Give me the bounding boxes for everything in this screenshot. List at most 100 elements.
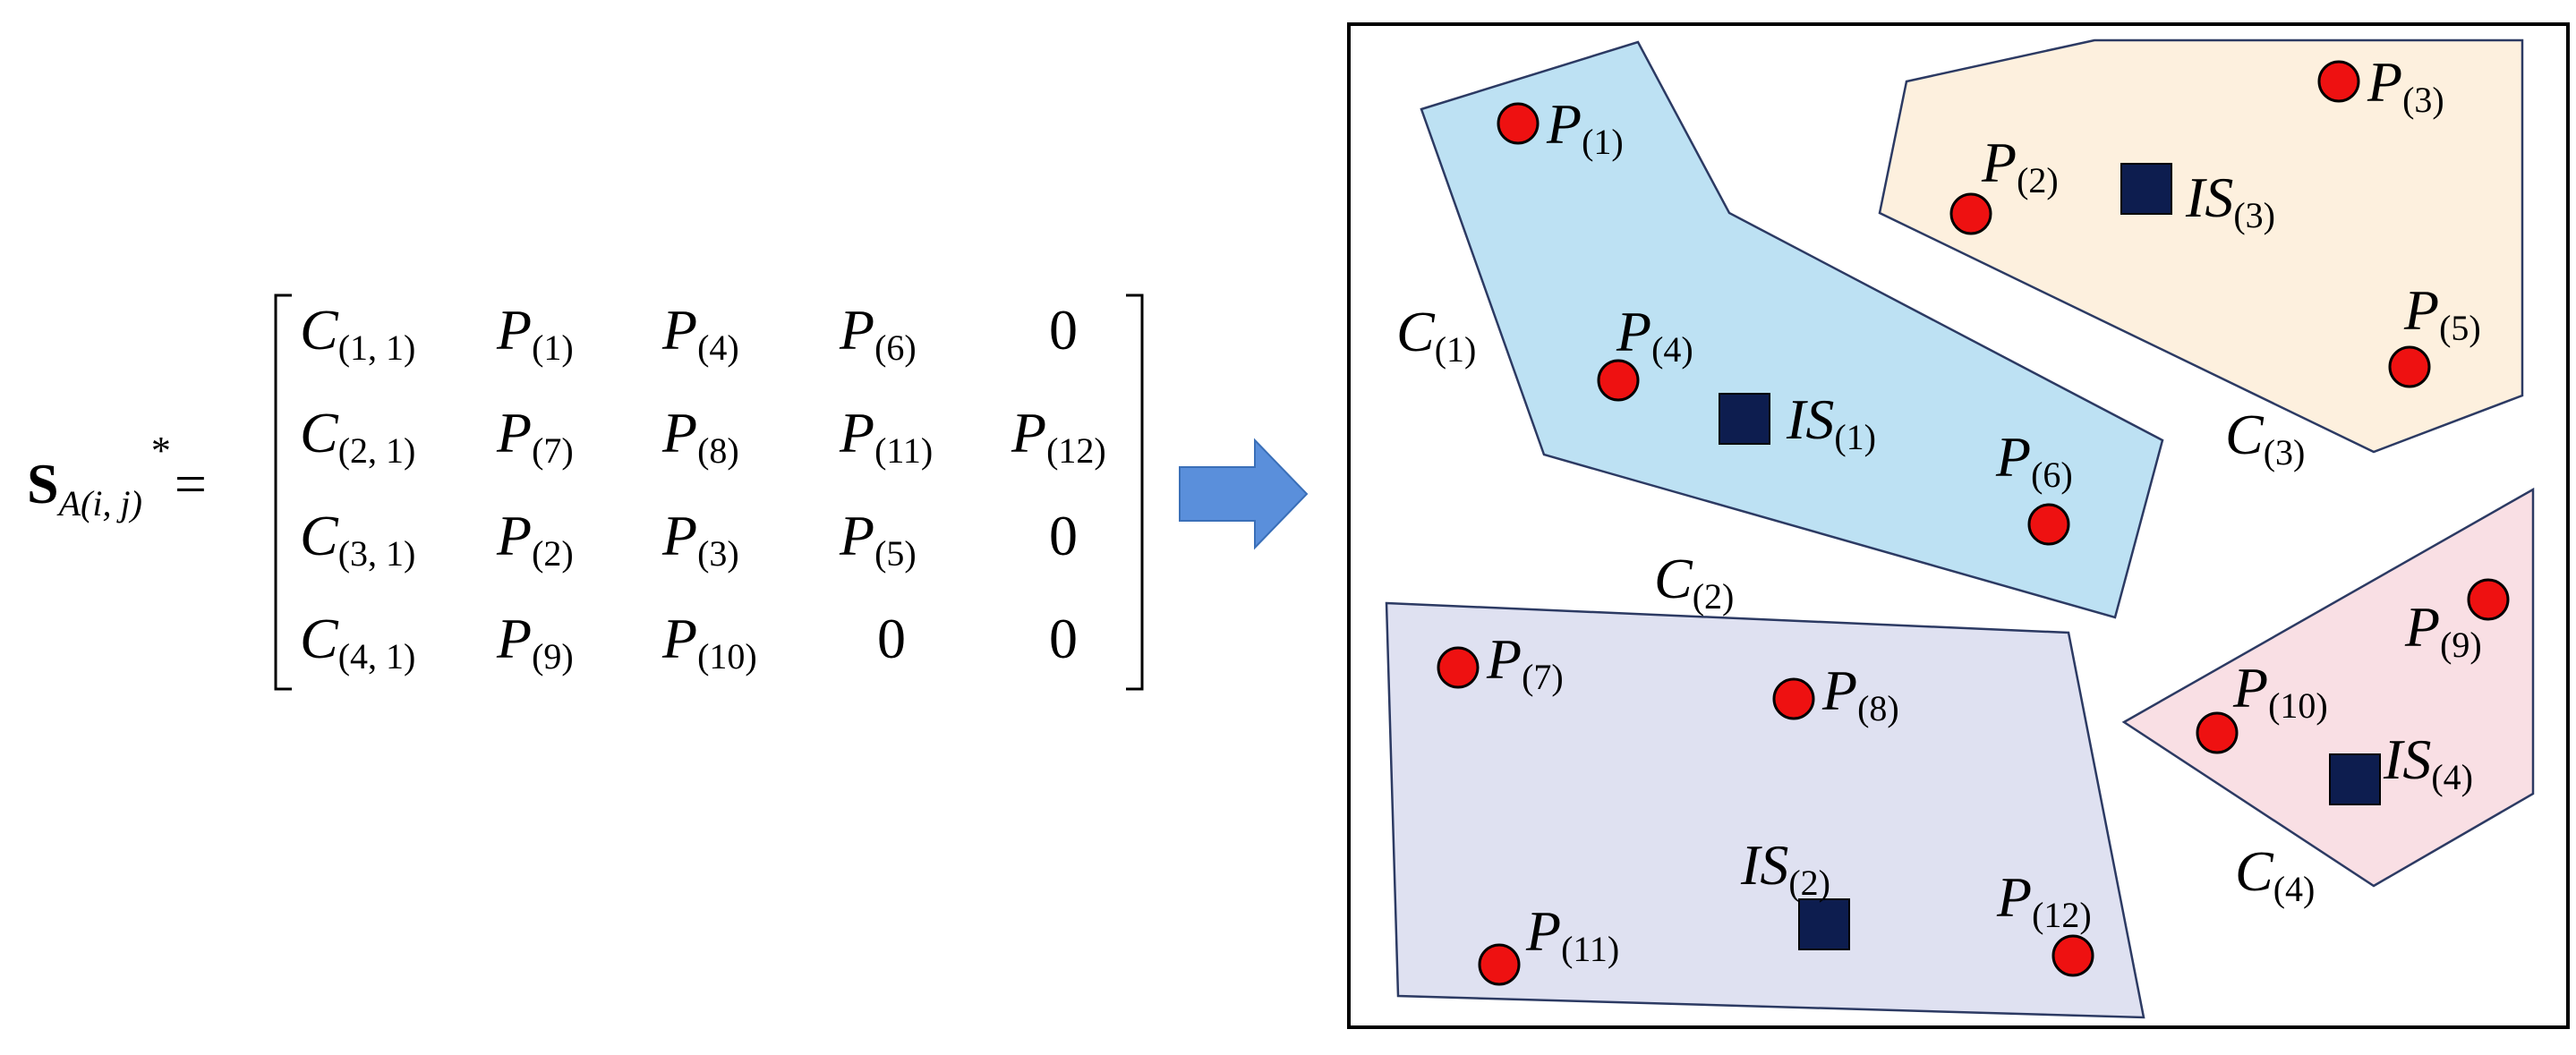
matrix-cell: P(6)	[839, 298, 917, 368]
is4-label: IS(4)	[2383, 727, 2473, 797]
sink-node-is3	[2120, 163, 2172, 215]
matrix-cell-symbol: P	[496, 298, 532, 362]
equation-lhs: SA(i, j)*=	[27, 429, 207, 523]
matrix-cell: P(7)	[496, 401, 574, 471]
matrix-cell-subscript: (3)	[697, 533, 739, 574]
sensor-node-p7	[1437, 646, 1480, 689]
matrix-cell: 0	[1049, 504, 1078, 567]
matrix-cell: C(2, 1)	[300, 401, 415, 471]
cluster-3-label: C(3)	[2225, 403, 2305, 472]
matrix-cell: 0	[1049, 607, 1078, 670]
matrix-cell-symbol: P	[661, 298, 697, 362]
sensor-node-p10	[2196, 711, 2239, 754]
matrix-left-bracket	[274, 294, 292, 691]
matrix-cell-symbol: P	[661, 401, 697, 464]
cluster-2-region	[1385, 601, 2145, 1019]
cluster-4-label: C(4)	[2235, 839, 2315, 909]
matrix-cell: P(1)	[496, 298, 574, 368]
p10-label: P(10)	[2232, 656, 2328, 726]
matrix-cell: P(8)	[661, 401, 739, 471]
sensor-node-p12	[2051, 934, 2094, 977]
p12-label: P(12)	[1996, 865, 2092, 935]
sensor-node-p2	[1949, 192, 1992, 235]
is3-label: IS(3)	[2185, 166, 2275, 235]
p6-label: P(6)	[1995, 425, 2073, 495]
matrix-cell: P(12)	[1011, 401, 1106, 471]
p8-label: P(8)	[1821, 659, 1899, 728]
matrix-cell-subscript: (5)	[874, 533, 917, 574]
matrix-cell-subscript: (7)	[532, 430, 574, 471]
cluster-1: C(1) P(1) P(4) P(6) IS(1)	[1396, 40, 2164, 619]
matrix-cell-subscript: (6)	[874, 328, 917, 368]
equation-lhs-subscript: A(i, j)	[56, 483, 142, 523]
matrix-right-bracket	[1126, 294, 1144, 691]
sensor-node-p3	[2317, 60, 2360, 103]
matrix-cell-subscript: (10)	[697, 636, 757, 676]
matrix-cell: P(9)	[496, 607, 574, 676]
p9-label: P(9)	[2404, 595, 2482, 665]
matrix-cell: P(11)	[839, 401, 933, 471]
matrix-cell: P(3)	[661, 504, 739, 574]
matrix-cell: P(4)	[661, 298, 739, 368]
cluster-2: C(2) P(7) P(8) P(11) P(12) IS(2)	[1385, 547, 2145, 1019]
matrix-cells: C(1, 1)P(1)P(4)P(6)0C(2, 1)P(7)P(8)P(11)…	[300, 298, 1106, 676]
equation: SA(i, j)*= C(1, 1)P(1)P(4)P(6)0C(2, 1)P(…	[27, 294, 1144, 691]
equation-lhs-symbol: S	[27, 452, 59, 515]
matrix-cell-symbol: P	[496, 504, 532, 567]
sensor-node-p9	[2467, 578, 2510, 621]
sensor-node-p8	[1772, 677, 1815, 720]
cluster-3: C(3) P(2) P(3) P(5) IS(3)	[1878, 38, 2524, 472]
matrix-cell-symbol: P	[496, 607, 532, 670]
matrix-cell-subscript: (3, 1)	[338, 533, 416, 574]
matrix-cell-symbol: P	[839, 298, 874, 362]
sensor-node-p1	[1497, 102, 1540, 145]
matrix-cell: P(2)	[496, 504, 574, 574]
matrix-cell-symbol: P	[1011, 401, 1046, 464]
matrix-cell-symbol: 0	[1049, 504, 1078, 567]
matrix-cell-symbol: C	[300, 298, 339, 362]
equation-equals-sign: =	[175, 452, 207, 515]
matrix-cell-symbol: P	[839, 504, 874, 567]
matrix-cell-symbol: 0	[877, 607, 906, 670]
matrix-cell-subscript: (4, 1)	[338, 636, 416, 676]
matrix-cell: C(1, 1)	[300, 298, 415, 368]
matrix-cell: 0	[1049, 298, 1078, 362]
sensor-node-p4	[1597, 359, 1640, 402]
matrix-cell-subscript: (1, 1)	[338, 328, 416, 368]
matrix-cell-symbol: 0	[1049, 607, 1078, 670]
matrix-cell-symbol: P	[496, 401, 532, 464]
matrix-cell-subscript: (1)	[532, 328, 574, 368]
matrix-cell-subscript: (9)	[532, 636, 574, 676]
matrix-cell-symbol: P	[661, 607, 697, 670]
matrix-cell: 0	[877, 607, 906, 670]
right-arrow-icon	[1179, 438, 1309, 550]
matrix-cell-subscript: (2)	[532, 533, 574, 574]
sensor-node-p11	[1478, 943, 1521, 986]
matrix-cell: P(10)	[661, 607, 757, 676]
sensor-node-p6	[2027, 503, 2070, 546]
p7-label: P(7)	[1486, 627, 1564, 697]
cluster-1-label: C(1)	[1396, 300, 1476, 370]
matrix-cell-symbol: P	[839, 401, 874, 464]
matrix-cell-subscript: (11)	[874, 430, 933, 471]
p3-label: P(3)	[2367, 50, 2444, 120]
sink-node-is1	[1719, 393, 1770, 445]
p11-label: P(11)	[1525, 899, 1619, 969]
matrix-cell: C(4, 1)	[300, 607, 415, 676]
is2-label: IS(2)	[1740, 833, 1830, 903]
is1-label: IS(1)	[1786, 387, 1876, 457]
matrix-cell: P(5)	[839, 504, 917, 574]
p5-label: P(5)	[2403, 278, 2481, 348]
cluster-4: C(4) P(9) P(10) IS(4)	[2121, 487, 2535, 909]
matrix-cell-subscript: (12)	[1046, 430, 1106, 471]
matrix-cell: C(3, 1)	[300, 504, 415, 574]
p4-label: P(4)	[1616, 300, 1693, 370]
matrix-cell-symbol: P	[661, 504, 697, 567]
cluster-3-region	[1878, 38, 2524, 454]
matrix-cell-symbol: C	[300, 504, 339, 567]
p1-label: P(1)	[1546, 92, 1624, 162]
cluster-4-region	[2121, 487, 2535, 888]
matrix-cell-subscript: (8)	[697, 430, 739, 471]
sink-node-is4	[2329, 753, 2381, 805]
